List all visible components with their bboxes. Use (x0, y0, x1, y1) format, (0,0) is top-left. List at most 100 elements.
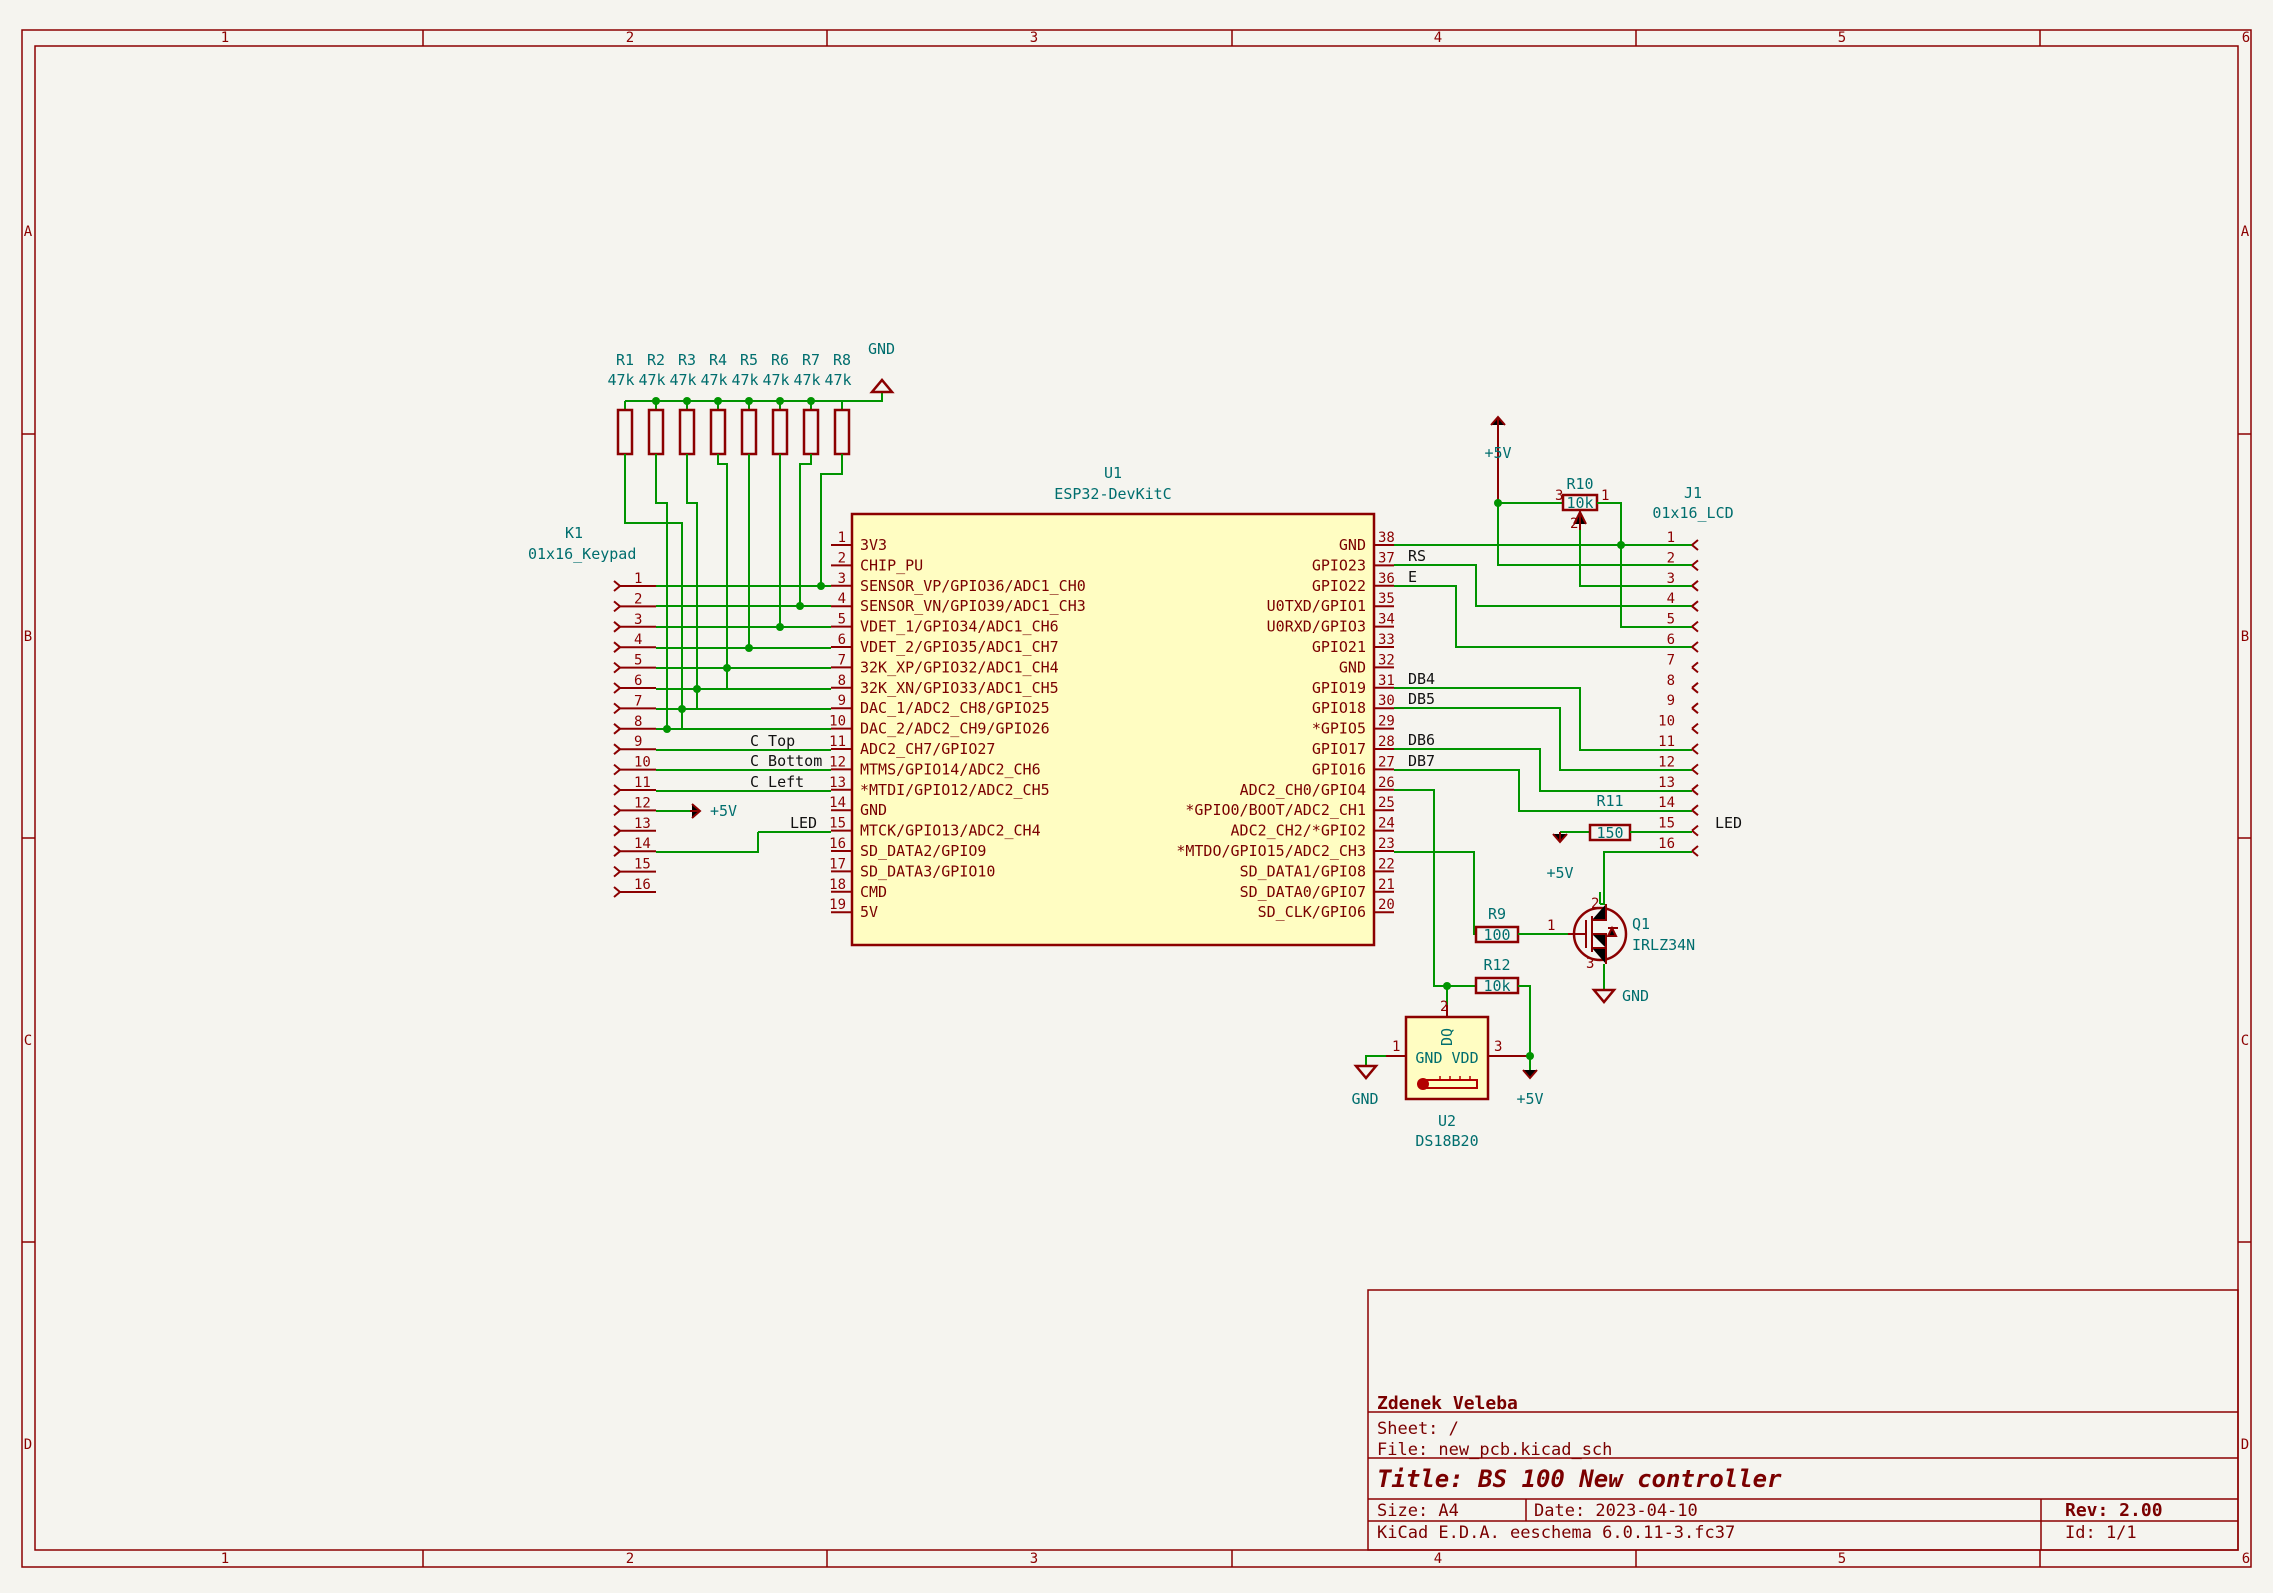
esp32-pin-num-30: 30 (1378, 693, 1395, 709)
esp32-pin-num-25: 25 (1378, 795, 1395, 811)
esp32-pin-name-12: MTMS/GPIO14/ADC2_CH6 (860, 760, 1041, 778)
col-label-4: 4 (1434, 30, 1442, 46)
r9-value: 100 (1483, 926, 1510, 944)
keypad-pin-num-11: 11 (634, 775, 651, 791)
keypad-pin-arrow-2 (613, 600, 621, 613)
esp32-pin-name-15: MTCK/GPIO13/ADC2_CH4 (860, 822, 1041, 840)
vcc-arrow-r10 (1490, 415, 1506, 503)
col-label-3-bottom: 3 (1030, 1551, 1038, 1567)
keypad-pin-num-1: 1 (634, 571, 642, 587)
r8-ref: R8 (833, 351, 851, 369)
esp32-value: ESP32-DevKitC (1054, 485, 1171, 503)
esp32-pin-num-19: 19 (829, 897, 846, 913)
title-block-sheet: Sheet: / (1377, 1419, 1459, 1439)
keypad-pin-arrow-6 (613, 682, 621, 694)
esp32-pin-num-37: 37 (1378, 550, 1395, 566)
esp32-pin-num-27: 27 (1378, 754, 1395, 770)
esp32-pin-name-26: ADC2_CH0/GPIO4 (1240, 781, 1366, 799)
esp32-pin-name-34: U0RXD/GPIO3 (1267, 618, 1366, 636)
thermometer-icon (1417, 1076, 1478, 1090)
keypad-pin-num-12: 12 (634, 795, 651, 811)
keypad-pin-arrow-14 (613, 845, 621, 857)
esp32-pin-name-10: DAC_2/ADC2_CH9/GPIO26 (860, 720, 1050, 738)
esp32-pin-name-29: *GPIO5 (1312, 720, 1366, 738)
lcd-pin-arrow-16 (1691, 845, 1699, 857)
keypad-pin-arrow-15 (613, 865, 621, 878)
esp32-pin-name-21: SD_DATA0/GPIO7 (1240, 883, 1366, 901)
resistor-r8 (833, 408, 851, 456)
lcd-value: 01x16_LCD (1652, 504, 1733, 522)
q1-gnd-label: GND (1622, 987, 1649, 1005)
net-label-e: E (1408, 568, 1417, 586)
esp32-pin-num-33: 33 (1378, 632, 1395, 648)
esp32-pin-num-26: 26 (1378, 775, 1395, 791)
r4-ref: R4 (709, 351, 727, 369)
lcd-pin-num-8: 8 (1667, 673, 1675, 689)
keypad-pin-arrow-1 (613, 580, 621, 592)
lcd-pin-arrow-13 (1691, 784, 1699, 796)
esp32-pin-name-17: SD_DATA3/GPIO10 (860, 862, 995, 880)
r11-value: 150 (1596, 824, 1623, 842)
title-block-rev: Rev: 2.00 (2065, 1500, 2163, 1521)
r6-value: 47k (762, 371, 789, 389)
lcd-pin-num-16: 16 (1658, 836, 1675, 852)
keypad-pin-arrow-4 (613, 641, 621, 653)
r8-value: 47k (824, 371, 851, 389)
col-label-2: 2 (626, 30, 634, 46)
vcc-arrow-u2 (1522, 1069, 1538, 1080)
row-label-b: B (24, 629, 32, 645)
lcd-pin-num-4: 4 (1667, 591, 1675, 607)
row-label-d-right: D (2241, 1437, 2249, 1453)
esp32-body (850, 512, 1376, 947)
lcd-ref: J1 (1684, 484, 1702, 502)
r4-value: 47k (700, 371, 727, 389)
esp32-pin-name-3: SENSOR_VP/GPIO36/ADC1_CH0 (860, 577, 1086, 595)
esp32-pin-name-32: GND (1339, 658, 1366, 676)
net-label-c-left: C Left (750, 773, 804, 791)
row-label-b-right: B (2241, 629, 2249, 645)
col-label-4-bottom: 4 (1434, 1551, 1442, 1567)
esp32-pin-num-7: 7 (838, 652, 846, 668)
r1-value: 47k (607, 371, 634, 389)
esp32-pin-name-35: U0TXD/GPIO1 (1267, 597, 1366, 615)
keypad-pin-arrow-16 (613, 886, 621, 898)
title-block-title: Title: BS 100 New controller (1377, 1465, 1782, 1493)
r12-value: 10k (1483, 977, 1510, 995)
esp32-pin-name-31: GPIO19 (1312, 679, 1366, 697)
esp32-pin-num-21: 21 (1378, 877, 1395, 893)
keypad-pin-num-13: 13 (634, 816, 651, 832)
esp32-pin-name-8: 32K_XN/GPIO33/ADC1_CH5 (860, 679, 1059, 697)
lcd-pin-arrow-9 (1691, 702, 1699, 714)
u2-gnd-label: GND (1351, 1090, 1378, 1108)
lcd-pin-arrow-5 (1691, 620, 1699, 633)
r2-ref: R2 (647, 351, 665, 369)
mosfet-driver: R9 100 GND Q1 IRLZ34N 1 2 3 (1474, 892, 1695, 1005)
title-block-file: File: new_pcb.kicad_sch (1377, 1440, 1612, 1460)
keypad-pin-num-6: 6 (634, 673, 642, 689)
row-label-c-right: C (2241, 1033, 2249, 1049)
r10-pin2: 2 (1570, 516, 1578, 532)
r11-5v-label: +5V (1546, 864, 1573, 882)
keypad-pin-num-7: 7 (634, 693, 642, 709)
title-block-company: Zdenek Veleba (1377, 1393, 1518, 1414)
keypad-pin-num-9: 9 (634, 734, 642, 750)
lcd-pin-arrow-6 (1691, 641, 1699, 653)
r10-pin1: 1 (1601, 488, 1609, 504)
esp32-pin-num-6: 6 (838, 632, 846, 648)
lcd-pin-arrow-14 (1691, 804, 1699, 816)
keypad-pin-num-5: 5 (634, 653, 642, 669)
esp32-pin-num-1: 1 (838, 530, 846, 546)
esp32-pin-name-25: *GPIO0/BOOT/ADC2_CH1 (1185, 801, 1366, 819)
ds18b20-pin2: 2 (1440, 999, 1448, 1015)
esp32-pin-name-2: CHIP_PU (860, 556, 923, 574)
esp32-pin-name-6: VDET_2/GPIO35/ADC1_CH7 (860, 638, 1059, 656)
esp32-pin-name-4: SENSOR_VN/GPIO39/ADC1_CH3 (860, 597, 1086, 615)
q1-ref: Q1 (1632, 915, 1650, 933)
keypad-pin-arrow-5 (613, 661, 621, 674)
lcd-pin-num-3: 3 (1667, 571, 1675, 587)
q1-value: IRLZ34N (1632, 936, 1695, 954)
keypad-ref: K1 (565, 524, 583, 542)
esp32-pin-name-22: SD_DATA1/GPIO8 (1240, 862, 1366, 880)
net-label-rs: RS (1408, 547, 1426, 565)
